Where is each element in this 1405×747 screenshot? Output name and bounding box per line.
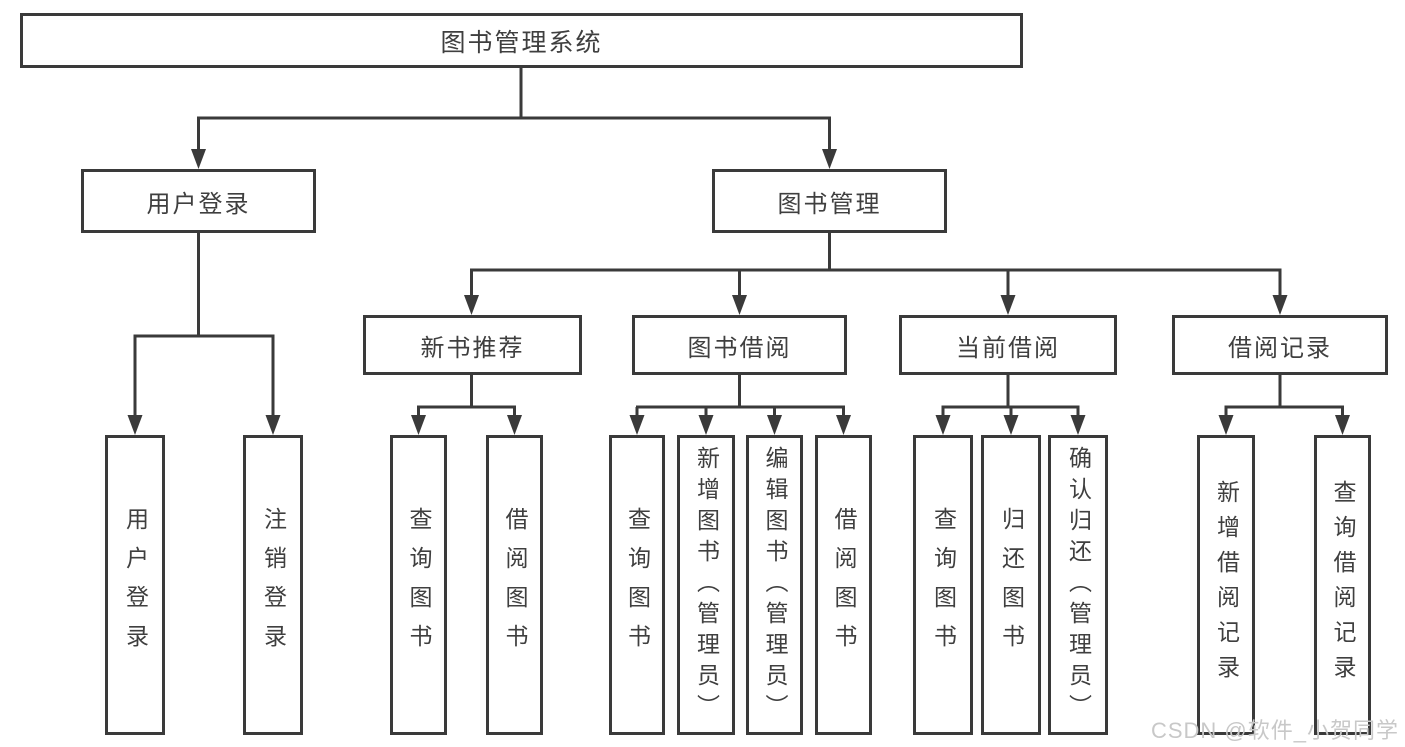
node-library-management-system: 图书管理系统	[20, 13, 1023, 68]
node-borrowing-records: 借阅记录	[1172, 315, 1388, 375]
watermark: CSDN @软件_小贺同学	[1150, 718, 1399, 743]
leaf-add-books-admin: 新增图书（管理员）	[677, 435, 735, 735]
node-current-borrowing: 当前借阅	[899, 315, 1117, 375]
leaf-borrow-books-recommend: 借阅图书	[486, 435, 543, 735]
leaf-edit-books-admin: 编辑图书（管理员）	[746, 435, 803, 735]
leaf-user-login: 用户登录	[105, 435, 165, 735]
arrowheads	[127, 149, 1350, 435]
leaf-return-books: 归还图书	[981, 435, 1041, 735]
leaf-add-borrow-record: 新增借阅记录	[1197, 435, 1255, 735]
node-user-login: 用户登录	[81, 169, 316, 233]
node-book-borrowing: 图书借阅	[632, 315, 847, 375]
leaf-confirm-return-admin: 确认归还（管理员）	[1048, 435, 1108, 735]
node-new-book-recommendation: 新书推荐	[363, 315, 582, 375]
node-book-management: 图书管理	[712, 169, 947, 233]
leaf-search-books-borrow: 查询图书	[609, 435, 665, 735]
leaf-search-borrow-record: 查询借阅记录	[1314, 435, 1371, 735]
leaf-borrow-books-borrow: 借阅图书	[815, 435, 872, 735]
leaf-search-books-recommend: 查询图书	[390, 435, 447, 735]
leaf-search-books-current: 查询图书	[913, 435, 973, 735]
leaf-logout: 注销登录	[243, 435, 303, 735]
